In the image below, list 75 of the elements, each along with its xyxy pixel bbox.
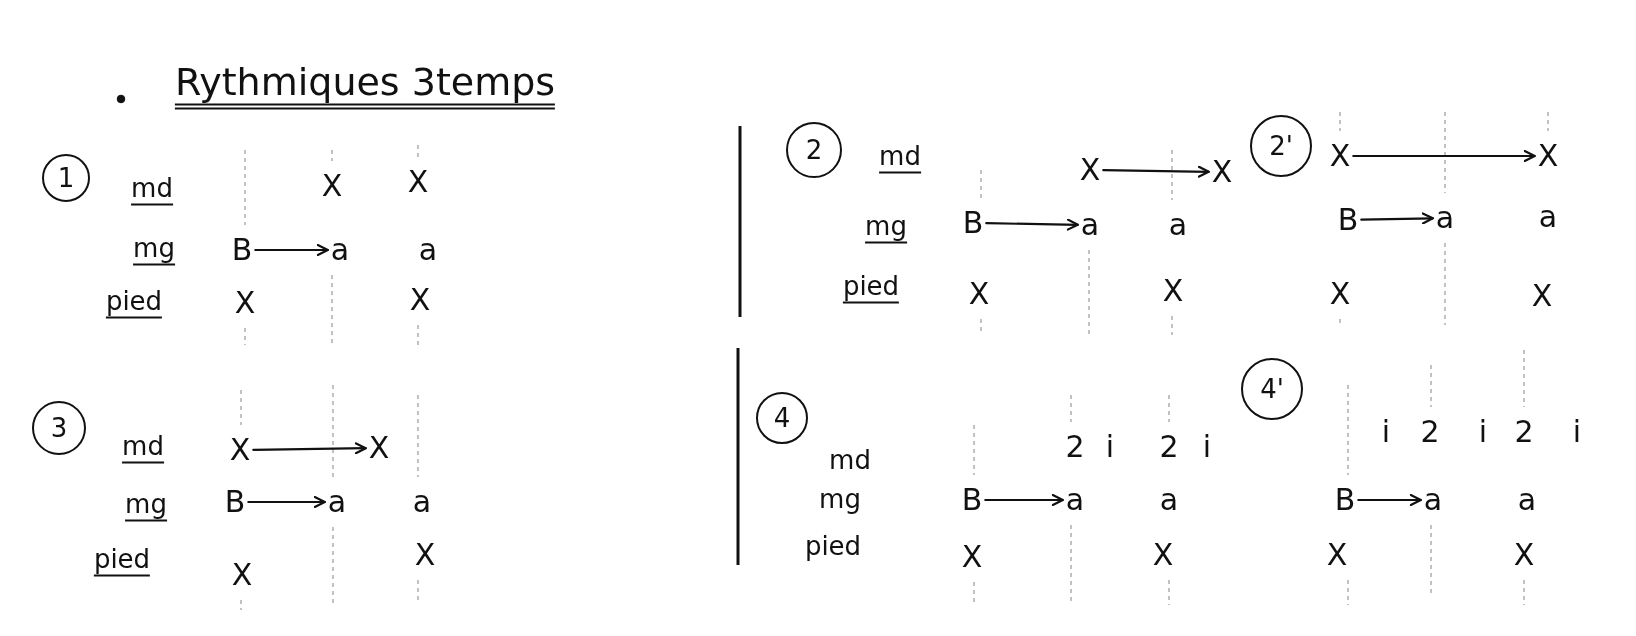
cross-mark: X xyxy=(414,540,436,570)
notation-symbol: i xyxy=(1572,417,1582,447)
notation-symbol: a xyxy=(327,487,347,517)
title: Rythmiques 3temps xyxy=(174,62,556,110)
cross-mark: X xyxy=(1162,276,1184,306)
notation-symbol: B xyxy=(961,485,983,515)
row-label: mg xyxy=(133,234,175,266)
cross-mark: X xyxy=(409,285,431,315)
notation-symbol: B xyxy=(224,487,246,517)
row-label: mg xyxy=(819,486,861,512)
notation-symbol: i xyxy=(1202,432,1212,462)
notation-symbol: i xyxy=(1478,417,1488,447)
arrow xyxy=(1352,149,1536,163)
cross-mark: X xyxy=(231,560,253,590)
row-label: pied xyxy=(804,533,862,559)
notation-symbol: a xyxy=(1517,485,1537,515)
arrow xyxy=(254,243,329,257)
notation-symbol: a xyxy=(1065,485,1085,515)
numbered-circle: 4' xyxy=(1241,358,1303,420)
notation-symbol: a xyxy=(1159,485,1179,515)
notation-symbol: a xyxy=(1435,203,1455,233)
notation-symbol: 2 xyxy=(1065,432,1085,462)
row-label: mg xyxy=(125,490,167,522)
row-label: pied xyxy=(842,272,900,304)
numbered-circle: 2 xyxy=(786,122,842,178)
cross-mark: X xyxy=(321,171,343,201)
row-label: pied xyxy=(105,287,163,319)
row-label: md xyxy=(131,174,173,206)
cross-mark: X xyxy=(968,279,990,309)
cross-mark: X xyxy=(1326,540,1348,570)
notation-symbol: i xyxy=(1381,417,1391,447)
notation-symbol: a xyxy=(330,235,350,265)
cross-mark: X xyxy=(1329,279,1351,309)
arrow xyxy=(985,218,1079,231)
row-label: md xyxy=(829,447,871,473)
arrow xyxy=(984,493,1064,507)
cross-mark: X xyxy=(234,288,256,318)
notation-symbol: a xyxy=(1168,210,1188,240)
cross-mark: X xyxy=(1329,141,1351,171)
arrow xyxy=(252,442,367,455)
numbered-circle: 3 xyxy=(32,401,86,455)
notation-symbol: 2 xyxy=(1159,432,1179,462)
cross-mark: X xyxy=(1537,141,1559,171)
cross-mark: X xyxy=(368,433,390,463)
notation-symbol: 2 xyxy=(1420,417,1440,447)
notation-symbol: a xyxy=(1080,210,1100,240)
row-label: mg xyxy=(865,212,907,244)
arrow xyxy=(1102,165,1210,178)
cross-mark: X xyxy=(229,435,251,465)
notation-symbol: B xyxy=(1337,205,1359,235)
numbered-circle: 2' xyxy=(1250,115,1312,177)
numbered-circle: 1 xyxy=(42,154,90,202)
cross-mark: X xyxy=(1513,540,1535,570)
notation-symbol: B xyxy=(1334,485,1356,515)
cross-mark: X xyxy=(1211,157,1233,187)
notation-symbol: B xyxy=(962,208,984,238)
arrow xyxy=(1360,212,1434,225)
arrow xyxy=(1357,493,1422,507)
notation-symbol: a xyxy=(412,487,432,517)
cross-mark: X xyxy=(1079,155,1101,185)
cross-mark: X xyxy=(1152,540,1174,570)
cross-mark: X xyxy=(961,542,983,572)
row-label: md xyxy=(122,432,164,464)
cross-mark: X xyxy=(1531,281,1553,311)
notation-symbol: a xyxy=(1423,485,1443,515)
arrow xyxy=(247,495,326,509)
notation-symbol: 2 xyxy=(1514,417,1534,447)
row-label: md xyxy=(879,142,921,174)
notation-symbol: a xyxy=(418,235,438,265)
numbered-circle: 4 xyxy=(756,392,808,444)
notation-symbol: i xyxy=(1105,432,1115,462)
row-label: pied xyxy=(93,545,151,577)
cross-mark: X xyxy=(407,167,429,197)
notation-symbol: a xyxy=(1538,202,1558,232)
notation-symbol: B xyxy=(231,235,253,265)
